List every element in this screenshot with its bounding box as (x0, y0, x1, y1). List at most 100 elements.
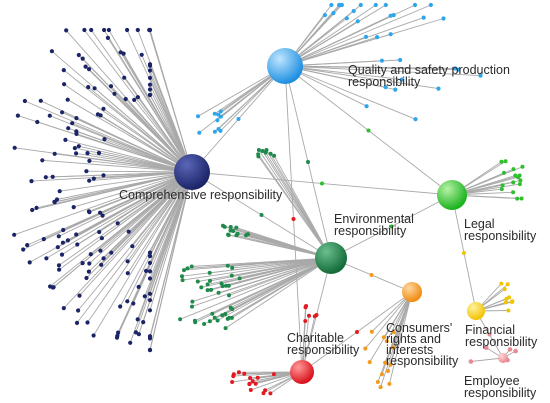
leaf-node[interactable] (207, 270, 212, 275)
leaf-node[interactable] (40, 158, 45, 163)
leaf-node[interactable] (27, 260, 32, 265)
leaf-node[interactable] (499, 159, 504, 164)
leaf-node[interactable] (125, 27, 130, 33)
leaf-node[interactable] (86, 269, 91, 274)
leaf-node[interactable] (329, 2, 334, 8)
leaf-node[interactable] (64, 28, 69, 33)
leaf-node[interactable] (82, 27, 87, 33)
leaf-node[interactable] (76, 144, 81, 149)
leaf-node[interactable] (384, 339, 389, 344)
leaf-node[interactable] (355, 19, 360, 24)
leaf-node[interactable] (223, 326, 228, 331)
leaf-node[interactable] (147, 68, 153, 73)
leaf-node[interactable] (519, 196, 524, 201)
leaf-node[interactable] (253, 381, 258, 386)
leaf-node[interactable] (147, 347, 153, 353)
leaf-node[interactable] (85, 151, 90, 156)
leaf-node[interactable] (236, 370, 241, 375)
leaf-node[interactable] (511, 180, 516, 185)
leaf-node[interactable] (125, 271, 130, 276)
leaf-node[interactable] (193, 320, 198, 325)
leaf-node[interactable] (236, 117, 241, 121)
leaf-node[interactable] (101, 106, 106, 111)
leaf-node[interactable] (77, 293, 82, 298)
leaf-node[interactable] (147, 269, 153, 274)
leaf-node[interactable] (388, 13, 393, 18)
leaf-node[interactable] (52, 151, 57, 156)
hub-node-comprehensive[interactable] (174, 154, 210, 190)
leaf-node[interactable] (228, 225, 233, 229)
leaf-node[interactable] (210, 311, 215, 316)
leaf-node[interactable] (55, 245, 60, 250)
leaf-node[interactable] (61, 227, 66, 233)
leaf-node[interactable] (74, 232, 79, 237)
leaf-node[interactable] (205, 288, 210, 293)
leaf-node[interactable] (504, 300, 508, 305)
leaf-node[interactable] (147, 27, 152, 33)
leaf-node[interactable] (484, 345, 489, 351)
leaf-node[interactable] (109, 250, 114, 255)
leaf-node[interactable] (91, 176, 96, 181)
leaf-node[interactable] (86, 67, 92, 72)
leaf-node[interactable] (242, 371, 247, 376)
leaf-node[interactable] (195, 279, 200, 284)
leaf-node[interactable] (259, 213, 264, 217)
leaf-node[interactable] (500, 183, 505, 188)
leaf-node[interactable] (96, 150, 102, 156)
leaf-node[interactable] (30, 207, 35, 213)
leaf-node[interactable] (393, 87, 398, 92)
leaf-node[interactable] (209, 287, 214, 292)
leaf-node[interactable] (225, 316, 230, 321)
leaf-node[interactable] (108, 84, 114, 89)
leaf-node[interactable] (87, 158, 92, 163)
leaf-node[interactable] (65, 238, 70, 243)
leaf-node[interactable] (106, 27, 111, 33)
leaf-node[interactable] (234, 233, 239, 238)
leaf-node[interactable] (381, 335, 386, 340)
leaf-node[interactable] (142, 294, 147, 299)
leaf-node[interactable] (421, 15, 426, 20)
leaf-node[interactable] (180, 274, 184, 279)
leaf-node[interactable] (230, 265, 235, 270)
leaf-node[interactable] (303, 319, 308, 323)
leaf-node[interactable] (50, 174, 55, 179)
leaf-node[interactable] (76, 52, 81, 58)
leaf-node[interactable] (125, 259, 130, 264)
leaf-node[interactable] (272, 153, 277, 158)
leaf-node[interactable] (135, 27, 140, 33)
leaf-node[interactable] (218, 114, 223, 119)
leaf-node[interactable] (147, 276, 153, 281)
leaf-node[interactable] (98, 210, 103, 215)
leaf-node[interactable] (132, 97, 137, 102)
leaf-node[interactable] (84, 275, 89, 281)
leaf-node[interactable] (499, 187, 504, 192)
leaf-node[interactable] (75, 242, 80, 247)
leaf-node[interactable] (215, 118, 220, 123)
leaf-node[interactable] (180, 278, 185, 283)
leaf-node[interactable] (291, 217, 296, 221)
leaf-node[interactable] (74, 151, 79, 156)
leaf-node[interactable] (147, 62, 153, 67)
leaf-node[interactable] (34, 205, 39, 210)
leaf-node[interactable] (141, 320, 146, 325)
leaf-node[interactable] (112, 91, 117, 96)
leaf-node[interactable] (268, 391, 273, 396)
leaf-node[interactable] (363, 346, 368, 351)
leaf-node[interactable] (131, 301, 136, 306)
leaf-node[interactable] (199, 285, 204, 290)
leaf-node[interactable] (505, 282, 510, 287)
leaf-node[interactable] (510, 299, 515, 304)
leaf-node[interactable] (147, 87, 153, 92)
leaf-node[interactable] (147, 82, 153, 87)
leaf-node[interactable] (383, 360, 388, 365)
leaf-node[interactable] (212, 111, 217, 116)
leaf-node[interactable] (80, 261, 85, 266)
leaf-node[interactable] (62, 82, 67, 87)
leaf-node[interactable] (502, 287, 507, 292)
leaf-node[interactable] (185, 266, 190, 271)
leaf-node[interactable] (49, 49, 55, 54)
leaf-node[interactable] (97, 229, 102, 235)
leaf-node[interactable] (229, 273, 234, 278)
leaf-node[interactable] (367, 360, 372, 365)
leaf-node[interactable] (205, 282, 210, 287)
